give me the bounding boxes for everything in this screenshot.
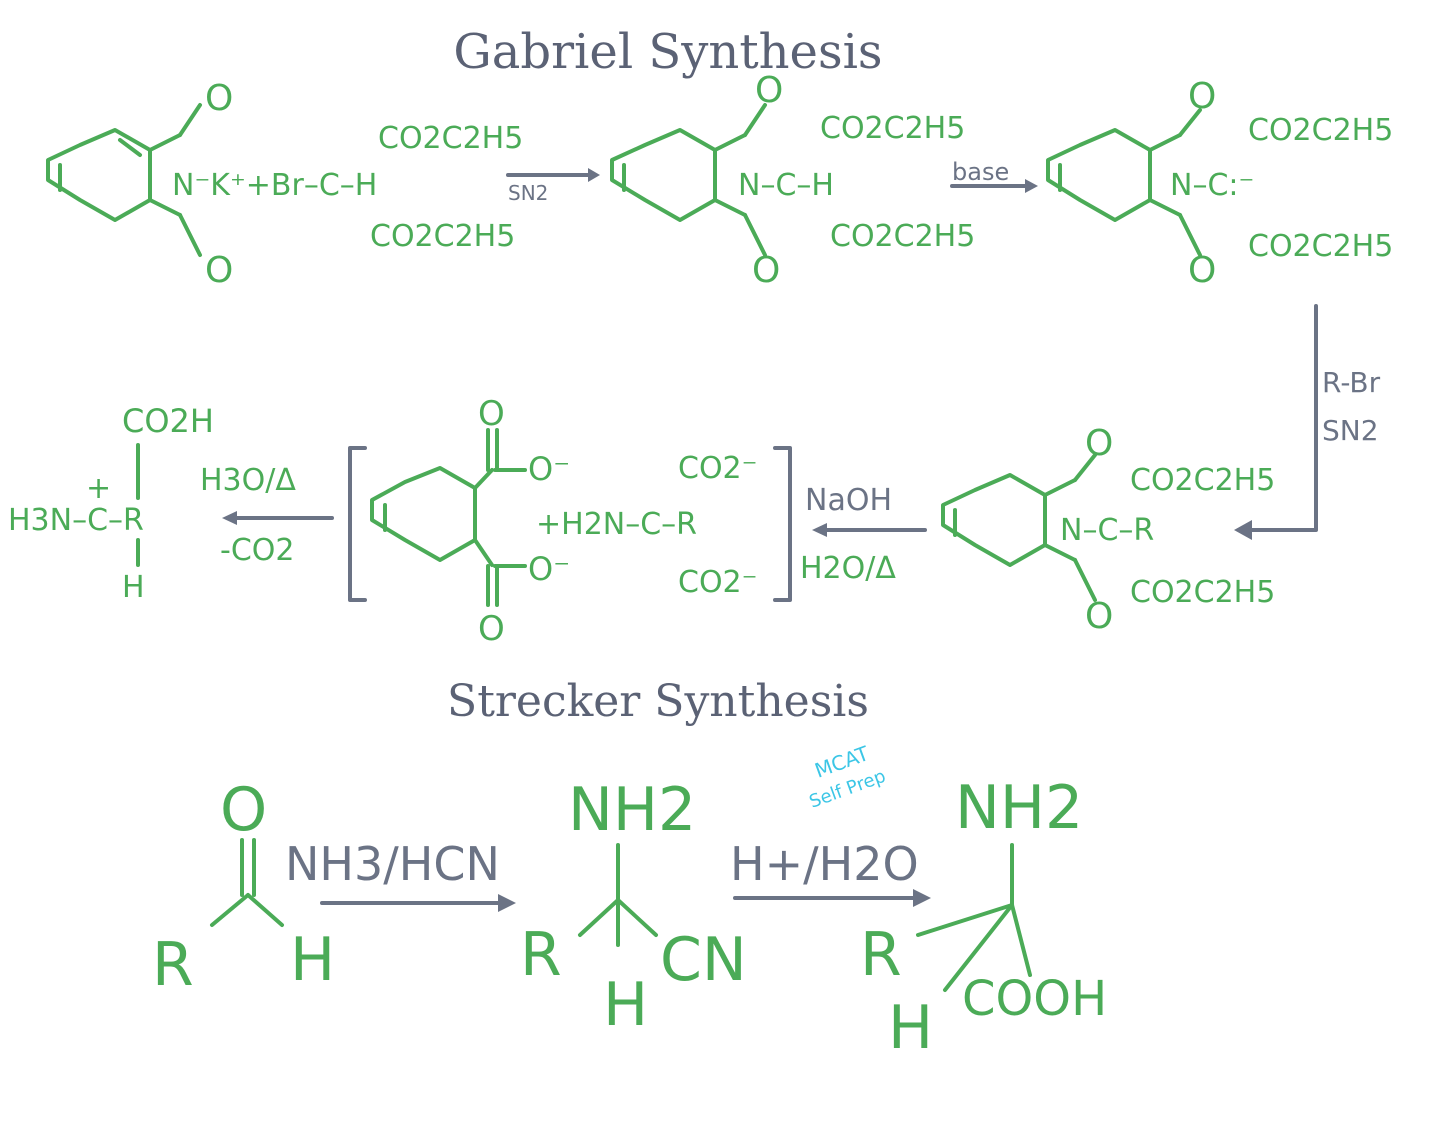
oxygen-bottom: O bbox=[205, 250, 233, 291]
arrowhead-rbr bbox=[1234, 520, 1252, 540]
oxygen-top: O bbox=[1188, 76, 1216, 117]
product-middle: H3N–C–R bbox=[8, 503, 144, 538]
oxygen-top: O bbox=[478, 394, 505, 434]
ester-top-4: CO2C2H5 bbox=[1130, 463, 1275, 498]
ester-bottom-4: CO2C2H5 bbox=[1130, 575, 1275, 610]
aldehyde-r: R bbox=[152, 930, 194, 1000]
amine-label: +H2N–C–R bbox=[536, 507, 697, 542]
aminonitrile-h: H bbox=[603, 970, 648, 1040]
oxygen-top: O bbox=[755, 70, 783, 111]
arrow-sn2-1-label: SN2 bbox=[508, 181, 548, 205]
co2-top: CO2⁻ bbox=[678, 451, 757, 486]
oxygen-bottom: O bbox=[1188, 250, 1216, 291]
amino-acid-nh2: NH2 bbox=[955, 773, 1083, 843]
arrow-h3o-line1: H3O/Δ bbox=[200, 463, 296, 498]
arrow-base-label: base bbox=[952, 158, 1009, 186]
amino-acid-h: H bbox=[888, 993, 933, 1063]
oxygen-bottom: O bbox=[1085, 596, 1113, 637]
ester-bottom-1: CO2C2H5 bbox=[370, 219, 515, 254]
product-charge: + bbox=[86, 471, 111, 506]
co2-bottom: CO2⁻ bbox=[678, 565, 757, 600]
oxygen-bottom: O bbox=[752, 250, 780, 291]
n-c-h-label: N–C–H bbox=[738, 168, 834, 203]
amino-acid-r: R bbox=[860, 920, 902, 990]
aminonitrile-cn: CN bbox=[660, 925, 747, 995]
arrow-rbr bbox=[1248, 304, 1318, 532]
arrowhead-h3o bbox=[222, 511, 237, 525]
arrow-rbr-line2: SN2 bbox=[1322, 414, 1379, 447]
arrowhead-base bbox=[1025, 179, 1038, 193]
aminonitrile: NH2 R H CN bbox=[520, 775, 747, 1040]
arrow-h2o-label: H+/H2O bbox=[730, 837, 919, 891]
oxygen-bottom: O bbox=[478, 609, 505, 649]
aldehyde: O R H bbox=[152, 775, 335, 1000]
bracket-left bbox=[348, 446, 367, 602]
n-c-r-label: N–C–R bbox=[1060, 513, 1154, 548]
aldehyde-h: H bbox=[290, 925, 335, 995]
phthalate-ring: O O bbox=[370, 394, 527, 649]
product-bottom: H bbox=[122, 570, 145, 605]
carbanion-label: N–C:⁻ bbox=[1170, 168, 1254, 203]
ester-bottom-3: CO2C2H5 bbox=[1248, 229, 1393, 264]
bracket-right bbox=[773, 446, 792, 602]
oxygen-top: O bbox=[205, 78, 233, 119]
carboxylate-top: O⁻ bbox=[528, 450, 570, 488]
arrow-naoh-line2: H2O/Δ bbox=[800, 551, 896, 586]
arrow-h3o-line2: -CO2 bbox=[220, 533, 294, 568]
arrowhead-sn2-1 bbox=[588, 168, 600, 182]
ester-bottom-2: CO2C2H5 bbox=[830, 219, 975, 254]
oxygen-top: O bbox=[1085, 423, 1113, 464]
arrowhead-hcn bbox=[498, 894, 516, 912]
phthalimide-4: O O bbox=[941, 423, 1113, 637]
ester-top-3: CO2C2H5 bbox=[1248, 113, 1393, 148]
amino-acid: NH2 R H COOH bbox=[860, 773, 1107, 1063]
amino-acid-cooh: COOH bbox=[962, 971, 1107, 1027]
aminonitrile-nh2: NH2 bbox=[568, 775, 696, 845]
ester-top-2: CO2C2H5 bbox=[820, 111, 965, 146]
arrow-naoh-line1: NaOH bbox=[805, 483, 892, 518]
phthalimide-1: O O bbox=[46, 78, 233, 291]
ester-top-1: CO2C2H5 bbox=[378, 121, 523, 156]
aminonitrile-r: R bbox=[520, 920, 562, 990]
phthalimide-2: O O bbox=[610, 70, 783, 291]
carboxylate-bottom: O⁻ bbox=[528, 550, 570, 588]
gabriel-title: Gabriel Synthesis bbox=[453, 24, 882, 80]
counterion-label: N⁻K⁺+Br–C–H bbox=[172, 168, 377, 203]
aldehyde-o: O bbox=[220, 775, 267, 845]
strecker-title: Strecker Synthesis bbox=[447, 676, 869, 727]
arrow-rbr-line1: R-Br bbox=[1322, 366, 1381, 399]
arrowhead-h2o bbox=[913, 889, 931, 907]
product-top: CO2H bbox=[122, 402, 214, 440]
arrowhead-naoh bbox=[812, 523, 827, 537]
phthalimide-3: O O bbox=[1046, 76, 1216, 291]
arrow-hcn-label: NH3/HCN bbox=[285, 837, 500, 891]
